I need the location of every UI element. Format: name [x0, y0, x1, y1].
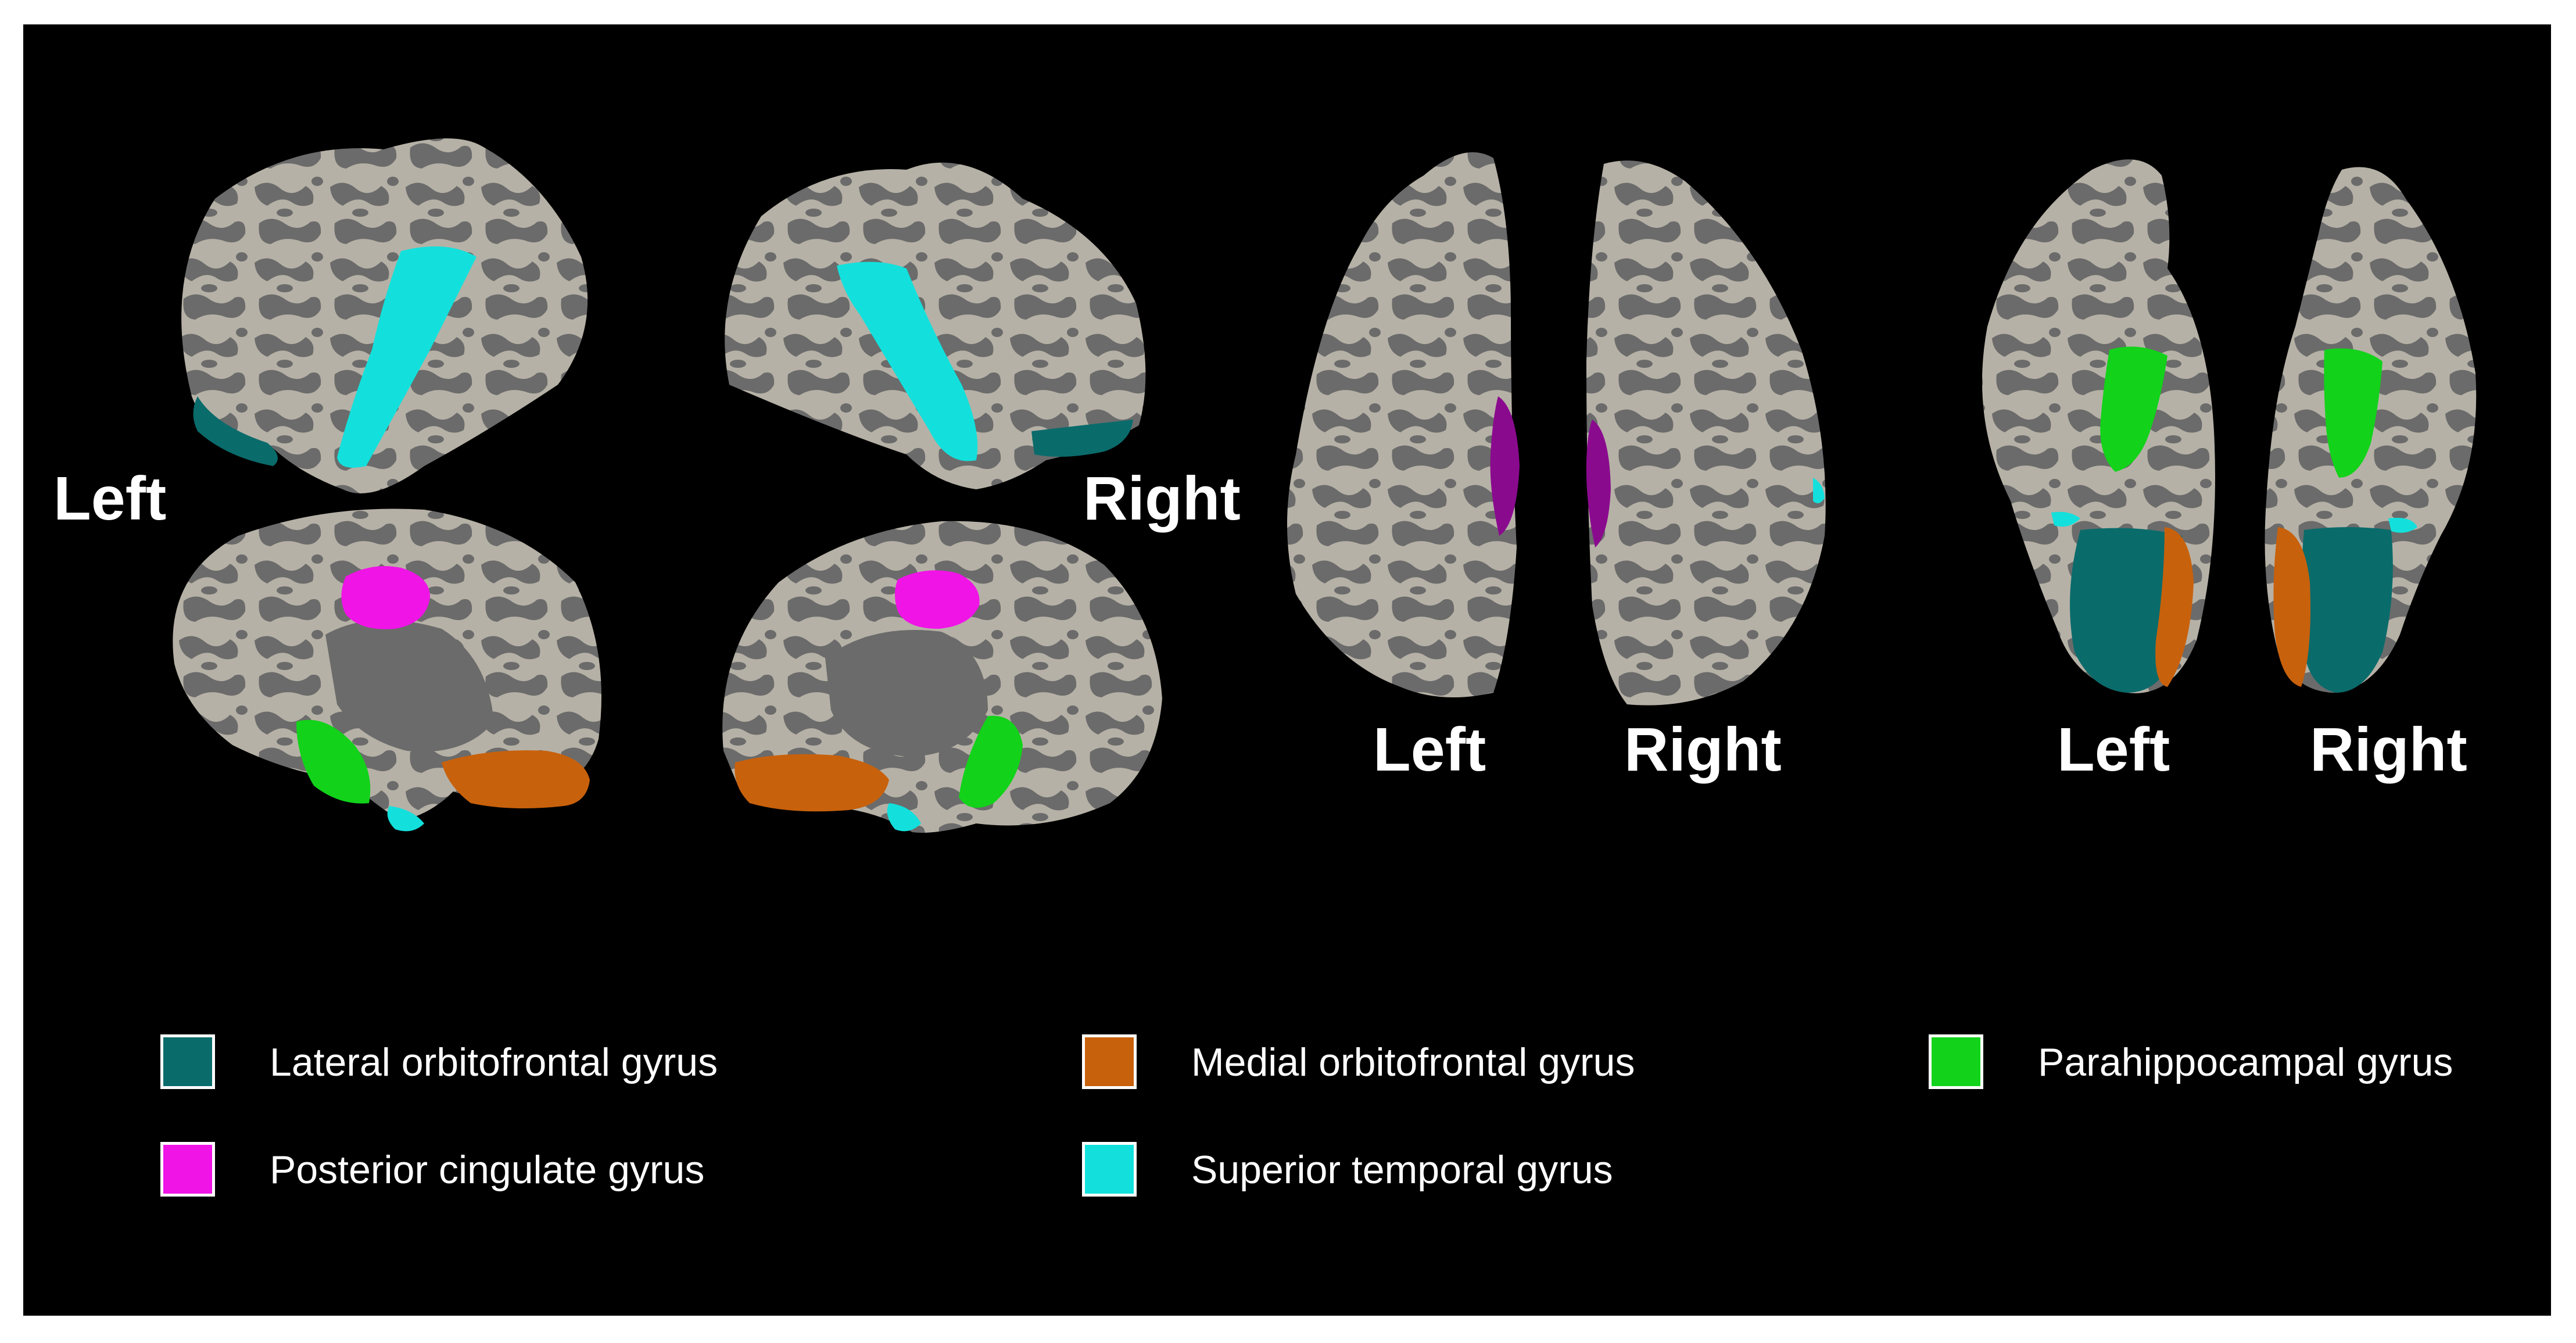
- legend-swatch: [160, 1142, 215, 1197]
- dorsal-view-left: [1287, 152, 1520, 697]
- legend-label: Lateral orbitofrontal gyrus: [270, 1040, 718, 1084]
- dorsal-right-label: Right: [1624, 715, 1782, 784]
- legend-label: Parahippocampal gyrus: [2038, 1040, 2453, 1084]
- brain-renderings: [173, 138, 2477, 833]
- figure-panel: Left Right Left Right Left Right Lateral…: [23, 24, 2551, 1316]
- right-hemisphere-medial: [722, 521, 1162, 833]
- left-hemisphere-medial: [173, 508, 601, 832]
- legend-label: Superior temporal gyrus: [1191, 1148, 1613, 1192]
- ventral-left-label: Left: [2057, 715, 2170, 784]
- ventral-view-right: [2265, 167, 2477, 693]
- ventral-view-left: [1982, 159, 2215, 693]
- lateral-medial-right-label: Right: [1083, 464, 1241, 533]
- legend-swatch: [1929, 1034, 1983, 1089]
- legend-swatch: [160, 1034, 215, 1089]
- lateral-medial-left-label: Left: [53, 464, 167, 533]
- dorsal-left-label: Left: [1373, 715, 1486, 784]
- legend-swatch: [1082, 1142, 1137, 1197]
- left-hemisphere-lateral: [181, 138, 588, 493]
- dorsal-view-right: [1586, 160, 1826, 705]
- legend-swatch: [1082, 1034, 1137, 1089]
- right-hemisphere-lateral: [725, 162, 1146, 489]
- legend-label: Medial orbitofrontal gyrus: [1191, 1040, 1635, 1084]
- ventral-right-label: Right: [2310, 715, 2467, 784]
- legend-label: Posterior cingulate gyrus: [270, 1148, 705, 1192]
